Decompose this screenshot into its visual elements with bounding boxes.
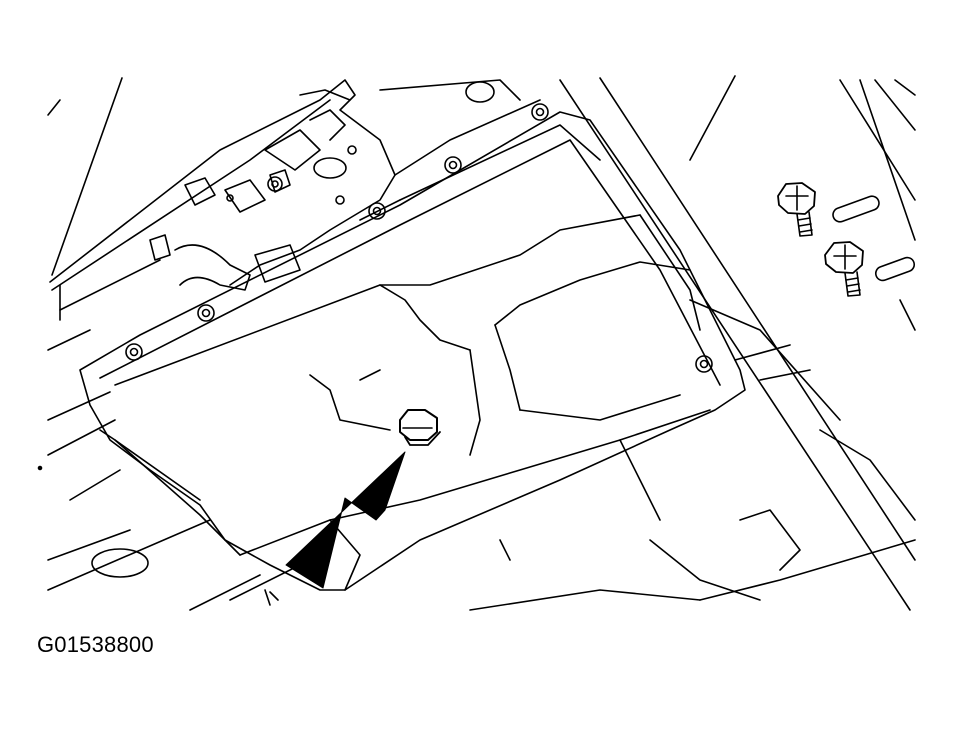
loose-pan-bolts — [778, 183, 916, 296]
drain-plug — [400, 410, 440, 445]
hex-bolt-icon — [400, 410, 437, 440]
figure-id-label: G01538800 — [37, 632, 154, 657]
arrow-pointer-icon — [286, 452, 405, 588]
speck — [39, 467, 42, 470]
bolt-2 — [825, 242, 863, 296]
chassis-frame-left — [48, 78, 330, 610]
pan-flange-bolts — [126, 104, 712, 372]
chassis-frame-right — [470, 76, 915, 610]
transmission-oil-pan — [80, 112, 745, 590]
transmission-upper-body — [50, 80, 600, 290]
bolt-1 — [778, 183, 815, 236]
